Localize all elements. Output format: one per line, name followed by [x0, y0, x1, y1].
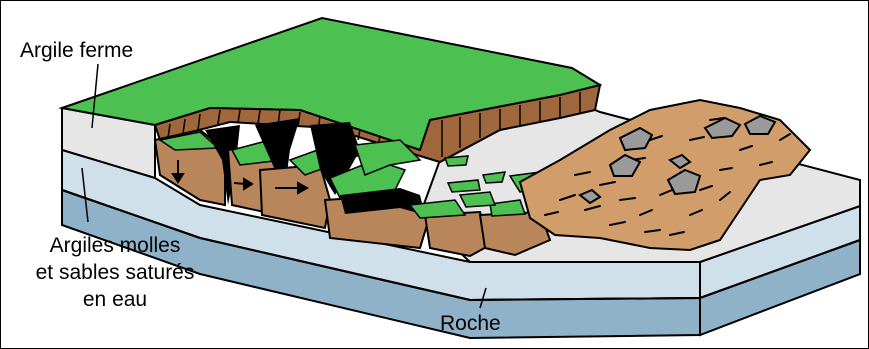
label-soft-clay-line2: et sables saturés [10, 259, 220, 286]
slump-block-3 [260, 165, 330, 228]
label-soft-clay-line1: Argiles molles [10, 232, 220, 259]
label-rock: Roche [440, 310, 501, 337]
label-soft-clay-line3: en eau [10, 286, 220, 313]
label-firm-clay: Argile ferme [20, 37, 133, 64]
label-soft-clay: Argiles molles et sables saturés en eau [10, 232, 220, 313]
